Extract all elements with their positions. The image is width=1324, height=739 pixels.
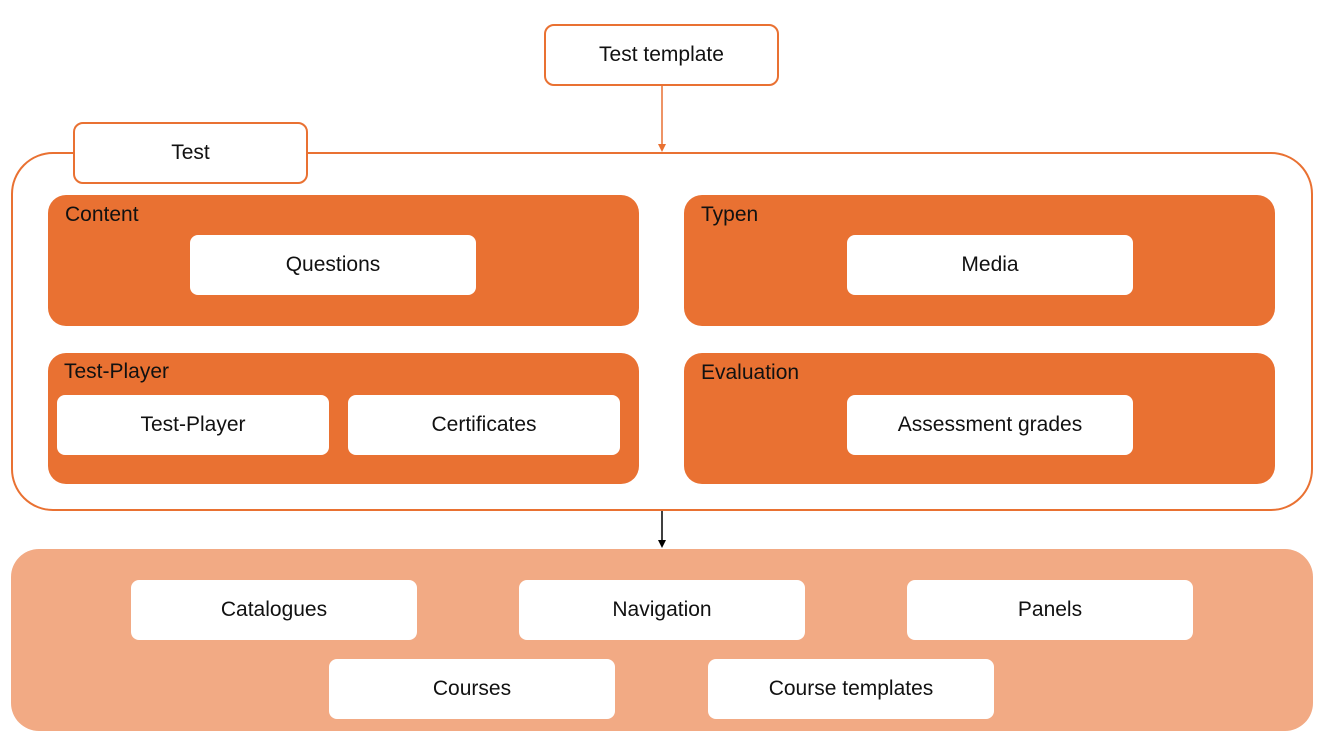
typen-panel-title: Typen bbox=[701, 203, 759, 226]
assessment-grades-box: Assessment grades bbox=[847, 395, 1133, 455]
course-templates-box: Course templates bbox=[708, 659, 994, 719]
courses-label: Courses bbox=[432, 677, 512, 700]
courses-box: Courses bbox=[329, 659, 615, 719]
content-panel-title: Content bbox=[65, 203, 139, 226]
content-panel: Content Questions bbox=[48, 195, 639, 326]
certificates-label: Certificates bbox=[431, 413, 537, 436]
test-player-box: Test-Player bbox=[57, 395, 329, 455]
certificates-box: Certificates bbox=[348, 395, 620, 455]
test-player-panel: Test-Player Test-Player Certificates bbox=[48, 353, 639, 484]
evaluation-panel: Evaluation Assessment grades bbox=[684, 353, 1275, 484]
test-player-panel-title: Test-Player bbox=[64, 360, 170, 383]
test-label: Test bbox=[171, 141, 210, 164]
questions-label: Questions bbox=[285, 253, 381, 276]
panels-label: Panels bbox=[1017, 598, 1083, 621]
test-label-box: Test bbox=[73, 122, 308, 184]
test-template-label: Test template bbox=[599, 43, 724, 66]
navigation-label: Navigation bbox=[612, 598, 712, 621]
catalogues-box: Catalogues bbox=[131, 580, 417, 640]
typen-panel: Typen Media bbox=[684, 195, 1275, 326]
questions-box: Questions bbox=[190, 235, 476, 295]
bottom-container bbox=[11, 549, 1313, 731]
test-player-label: Test-Player bbox=[140, 413, 246, 436]
media-box: Media bbox=[847, 235, 1133, 295]
media-label: Media bbox=[961, 253, 1019, 276]
assessment-grades-label: Assessment grades bbox=[897, 413, 1083, 436]
catalogues-label: Catalogues bbox=[220, 598, 328, 621]
course-templates-label: Course templates bbox=[768, 677, 934, 700]
panels-box: Panels bbox=[907, 580, 1193, 640]
test-template-box: Test template bbox=[544, 24, 779, 86]
evaluation-panel-title: Evaluation bbox=[701, 361, 800, 384]
navigation-box: Navigation bbox=[519, 580, 805, 640]
